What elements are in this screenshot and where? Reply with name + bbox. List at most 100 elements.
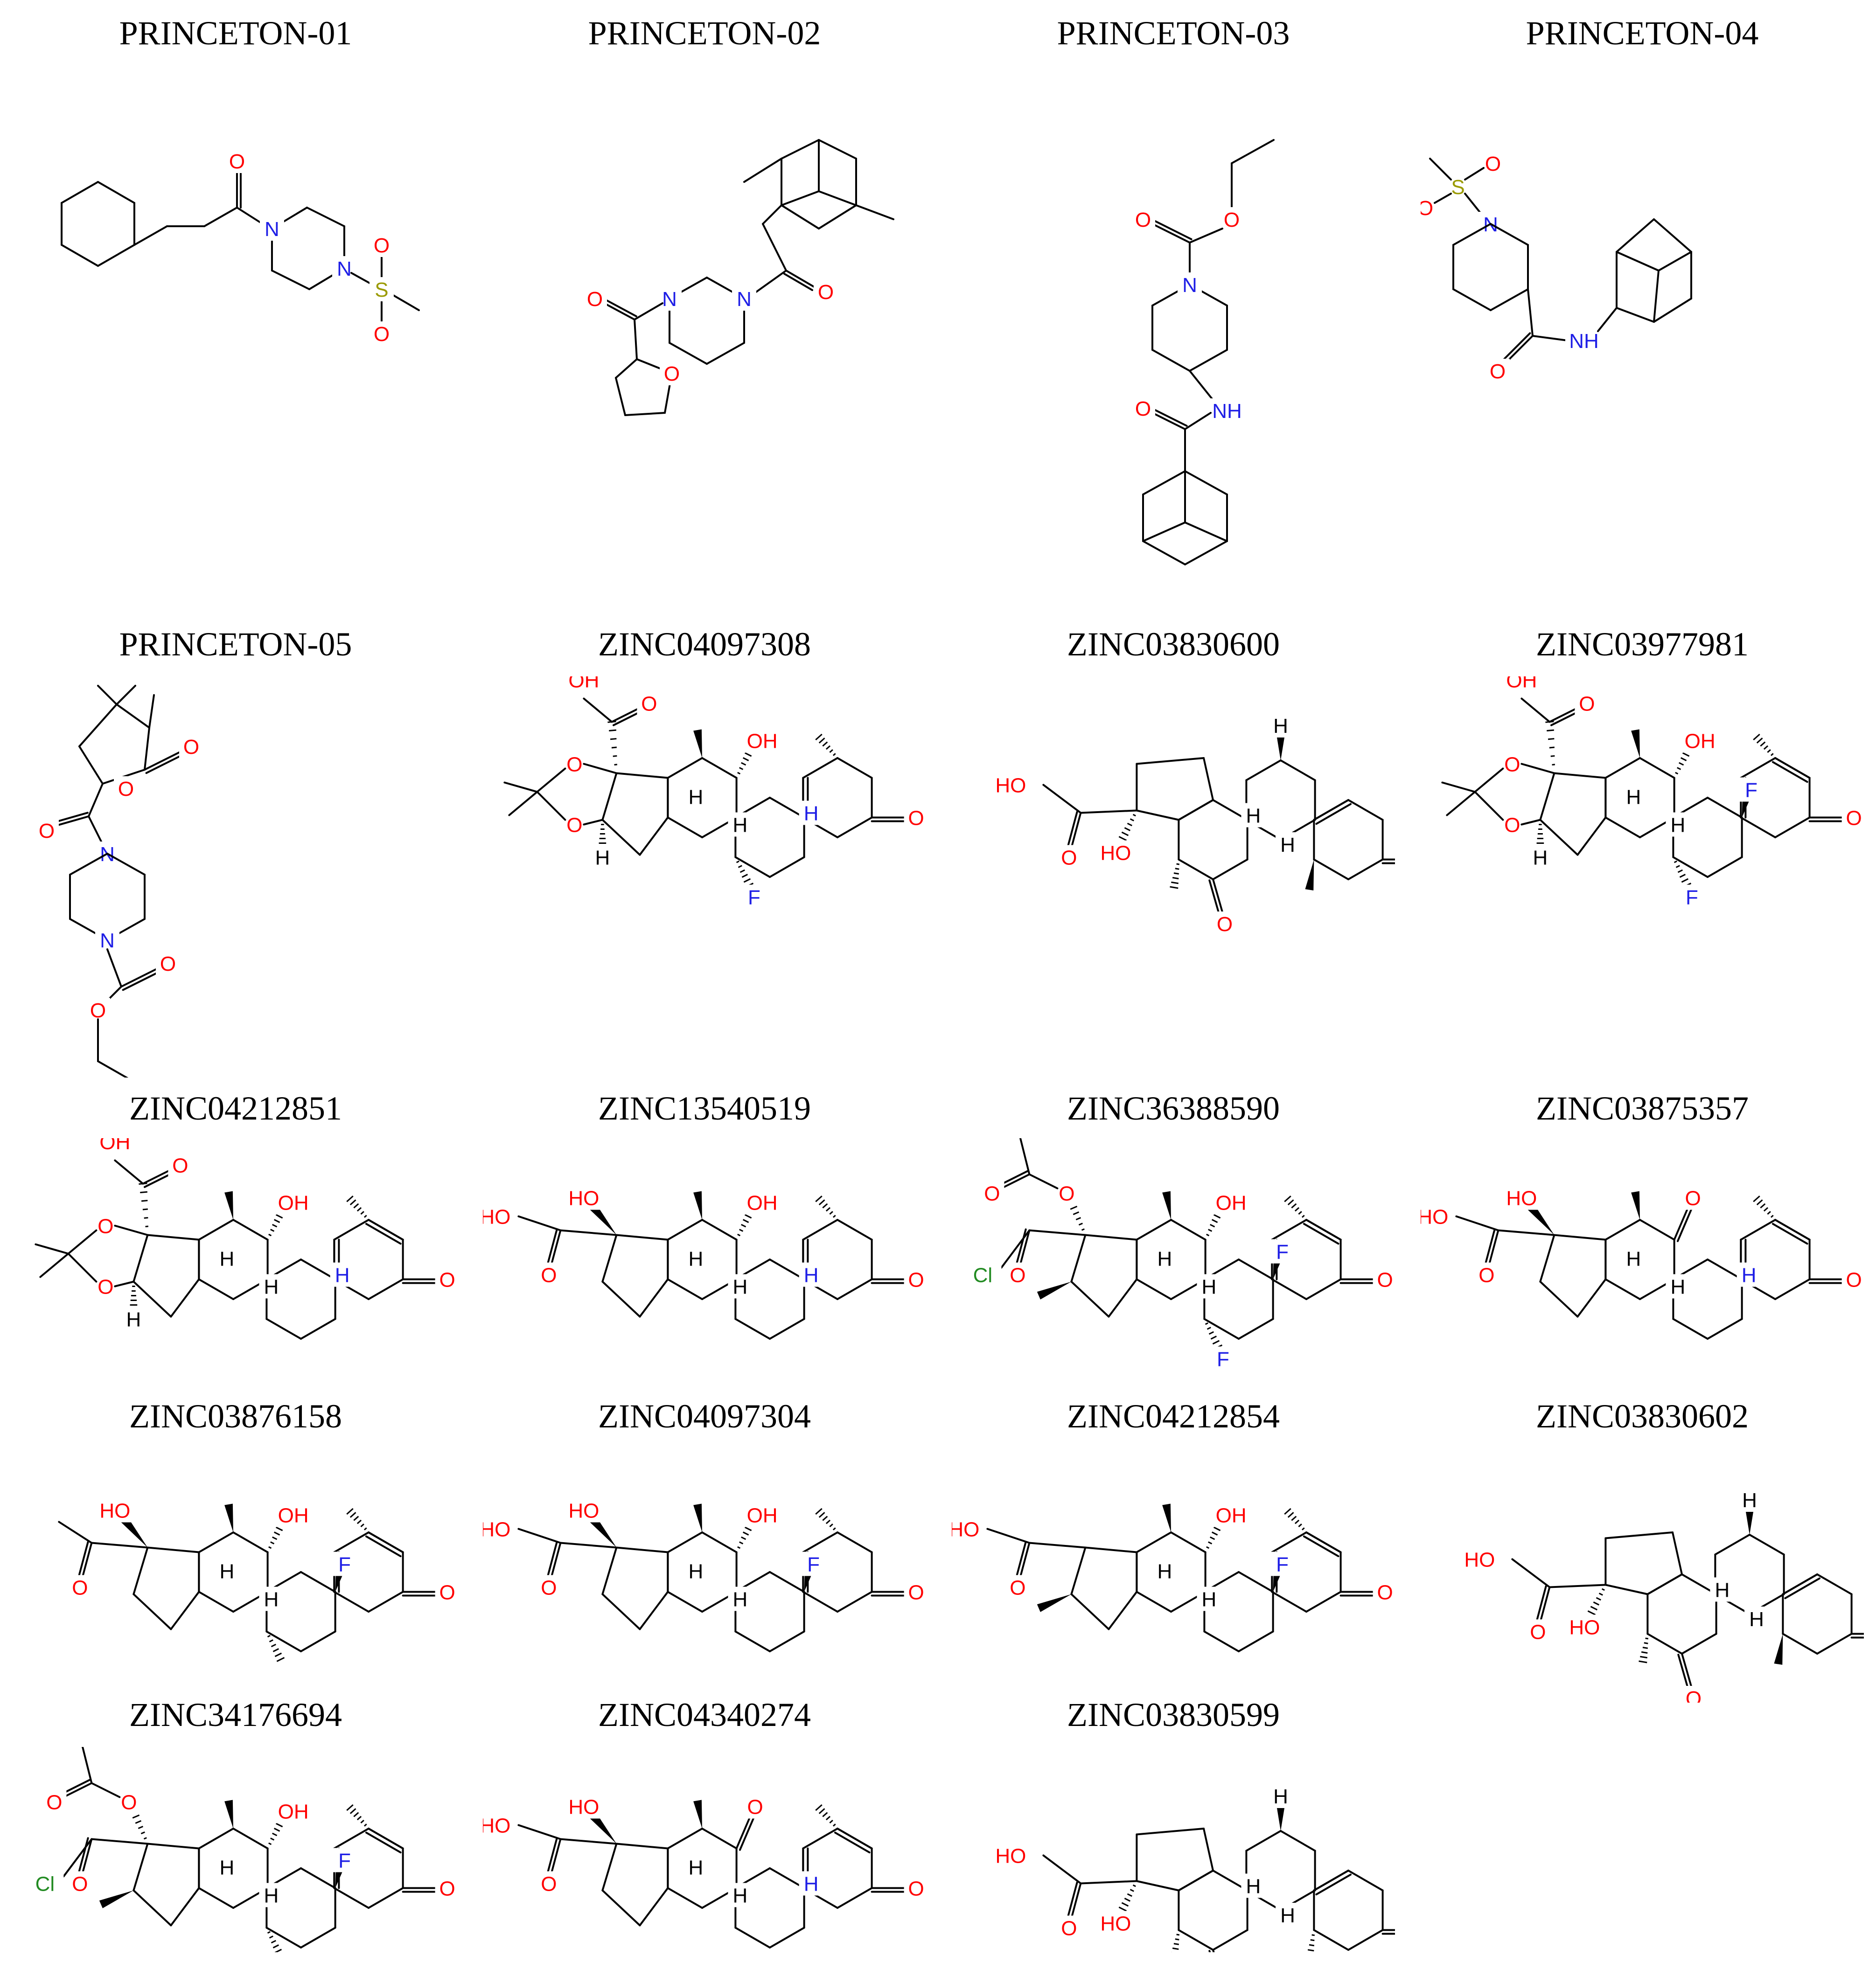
bond: [114, 1280, 135, 1287]
bond: [1553, 772, 1607, 779]
atom-bg: [683, 1558, 708, 1583]
bond: [1511, 1558, 1551, 1588]
atom-o-label: O: [183, 736, 199, 758]
bond: [365, 1535, 402, 1558]
bond: [1208, 879, 1220, 914]
hash-bond: [1070, 1205, 1078, 1210]
bond: [1740, 1219, 1776, 1241]
hash-bond: [276, 1657, 285, 1662]
hash-bond: [1078, 1223, 1083, 1226]
hash-bond: [1298, 1211, 1302, 1215]
atom-bg: [274, 1190, 312, 1215]
bond: [1212, 878, 1223, 913]
bond: [605, 299, 637, 317]
bond: [739, 1816, 755, 1851]
bond: [753, 270, 787, 295]
bond: [1347, 799, 1384, 821]
bond: [615, 377, 626, 416]
bond: [116, 703, 150, 729]
bond: [236, 207, 264, 225]
compound-id: ZINC03830602: [1536, 1398, 1749, 1435]
atom-h-label: H: [688, 1857, 703, 1879]
atom-oh-label: OH: [1216, 1192, 1247, 1215]
bond: [503, 781, 538, 793]
atom-bg: [332, 1552, 357, 1576]
atom-ho-label: HO: [1506, 1187, 1537, 1210]
atom-bg: [1208, 398, 1246, 423]
wedge-bond: [1774, 1634, 1783, 1665]
bond: [1184, 412, 1212, 430]
hash-bond: [1284, 1195, 1291, 1203]
atom-bg: [369, 277, 394, 301]
bond: [1616, 218, 1655, 253]
hash-bond: [272, 1832, 278, 1837]
atom-bg: [801, 1552, 826, 1576]
atom-bg: [565, 676, 603, 692]
atom-bg: [1276, 1903, 1300, 1927]
bond: [306, 207, 345, 227]
bond: [769, 1318, 805, 1340]
bond: [667, 1278, 703, 1300]
atom-bg: [156, 951, 180, 975]
hash-bond: [744, 752, 752, 757]
atom-bg: [1503, 676, 1541, 692]
atom-h-label: H: [219, 1248, 234, 1271]
atom-bg: [483, 1204, 514, 1229]
bond: [550, 1542, 562, 1579]
hash-bond: [1641, 1651, 1648, 1654]
atom-h-label: H: [804, 802, 819, 825]
atom-o-label: O: [641, 693, 657, 716]
bond: [1303, 1223, 1339, 1245]
bond: [1707, 797, 1743, 819]
bond: [81, 1838, 93, 1875]
atom-nh-label: NH: [1569, 330, 1599, 353]
hash-bond: [744, 1526, 752, 1531]
bond: [88, 783, 104, 817]
hash-bond: [1763, 745, 1769, 750]
bond: [559, 1838, 618, 1845]
hash-bond: [346, 1804, 354, 1811]
bond: [517, 1215, 562, 1231]
atom-o-label: O: [818, 281, 834, 304]
bond: [986, 1528, 1031, 1544]
bond: [1553, 1234, 1607, 1241]
bond: [1070, 1593, 1110, 1630]
bond: [133, 1546, 149, 1595]
bond: [550, 1838, 562, 1875]
atom-bg: [799, 1871, 823, 1896]
bond: [769, 1927, 805, 1948]
atom-bg: [565, 1498, 603, 1523]
wedge-bond: [1631, 1191, 1640, 1220]
hash-bond: [1173, 1943, 1179, 1945]
bond: [735, 1815, 752, 1850]
wedge-bond: [1276, 735, 1285, 760]
bond: [69, 853, 108, 876]
compound-id: PRINCETON-03: [1057, 14, 1290, 52]
bond: [368, 1828, 404, 1850]
atom-o-label: O: [908, 1878, 924, 1900]
bond: [1305, 1591, 1342, 1613]
wedge-bond: [99, 1890, 134, 1908]
bond: [1707, 1318, 1743, 1340]
atom-o-label: O: [1061, 847, 1077, 870]
atom-bg: [259, 1586, 284, 1611]
bond: [667, 1531, 703, 1553]
wedge-bond: [693, 1191, 702, 1220]
atom-o-label: O: [587, 288, 603, 311]
bond: [1136, 1278, 1172, 1300]
hash-bond: [1291, 1203, 1297, 1209]
hash-bond: [353, 1203, 359, 1209]
bond: [333, 1591, 370, 1613]
bond: [1305, 1278, 1342, 1300]
bond: [601, 1546, 618, 1595]
bond: [536, 767, 566, 793]
bond: [333, 1219, 370, 1241]
hash-bond: [1307, 1949, 1314, 1952]
atom-bg: [369, 321, 394, 346]
bond: [1136, 1219, 1172, 1241]
hash-bond: [829, 1523, 833, 1528]
atom-h-label: H: [1201, 1588, 1216, 1611]
hash-bond: [1132, 1884, 1136, 1887]
